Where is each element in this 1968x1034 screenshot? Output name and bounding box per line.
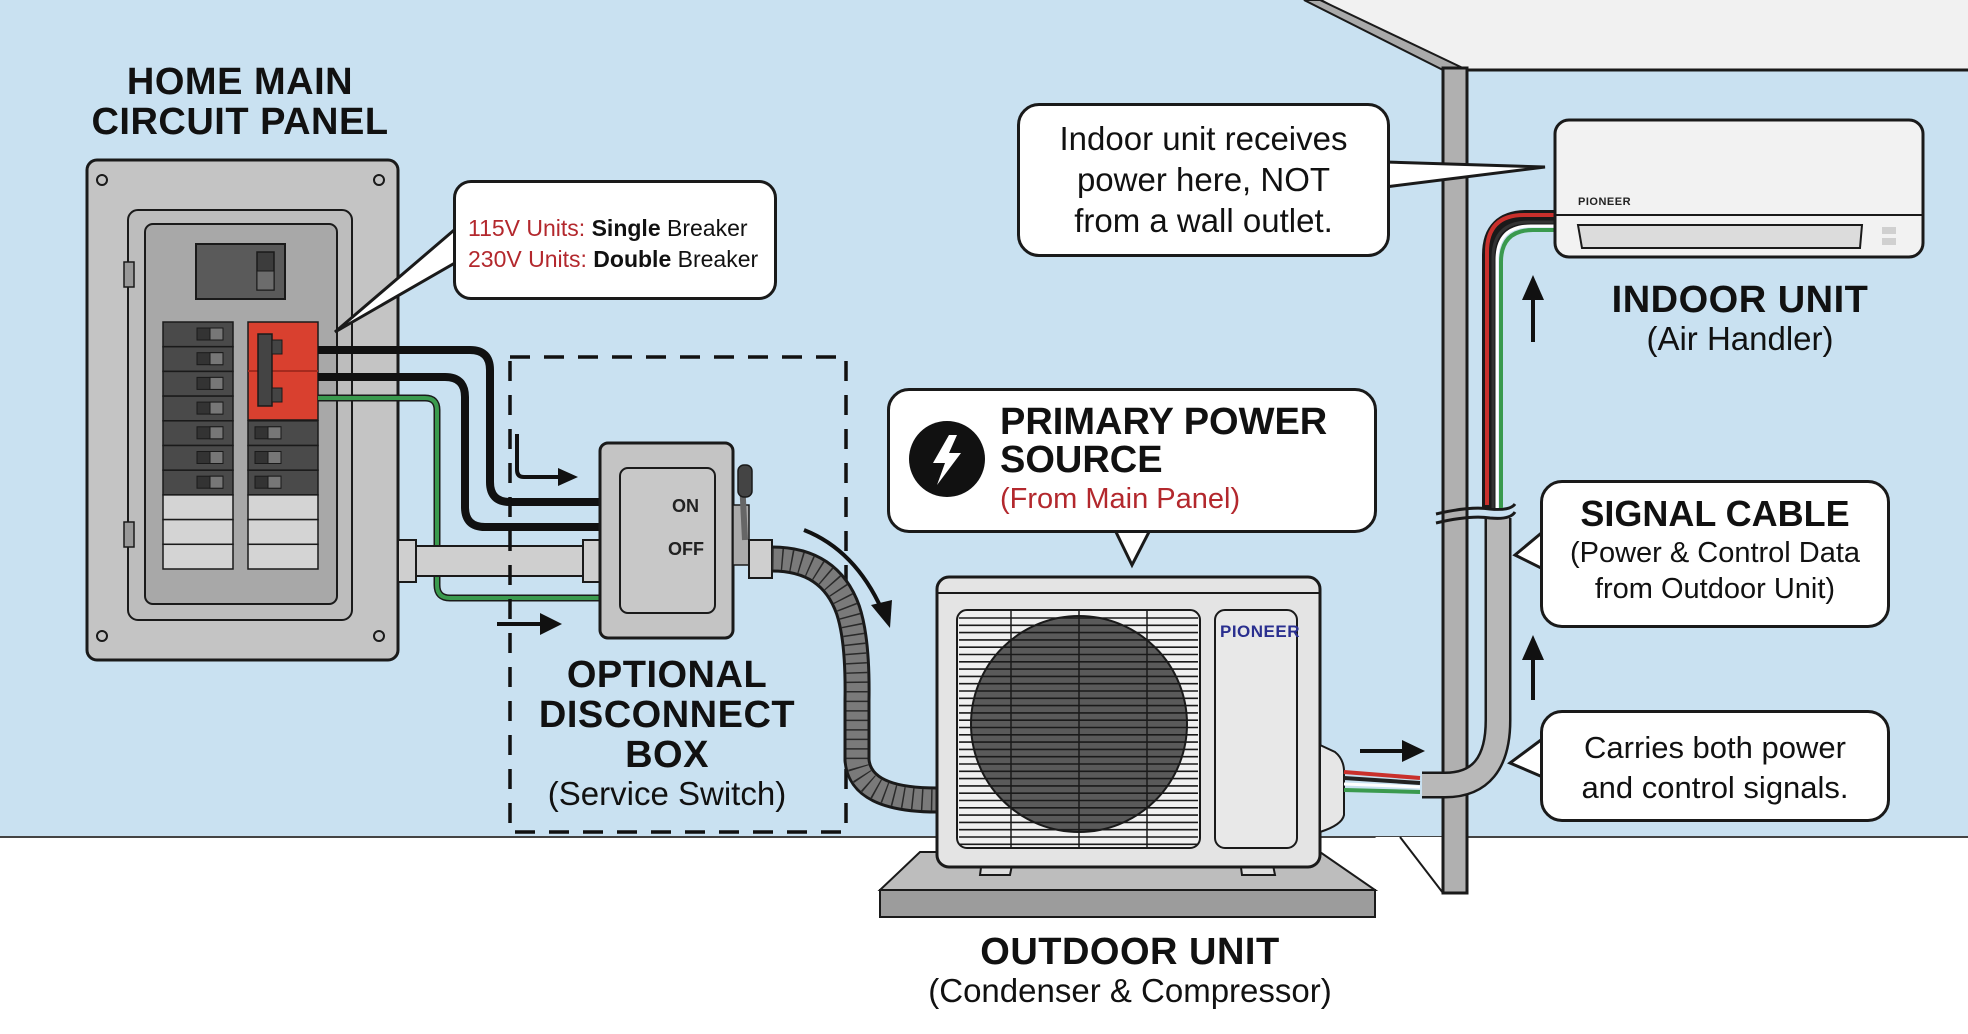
breaker-rows	[162, 321, 319, 570]
disconnect-subtitle: (Service Switch)	[547, 775, 787, 812]
breaker-slot	[247, 518, 319, 546]
indoor-subtitle: (Air Handler)	[1646, 320, 1834, 357]
primary-power-title-line2: SOURCE	[1000, 439, 1163, 481]
primary-power-callout: PRIMARY POWER SOURCE (From Main Panel)	[887, 388, 1377, 533]
indoor-power-line1: Indoor unit receives	[1059, 120, 1348, 157]
breaker-handle-tie	[257, 333, 273, 407]
carries-line2: and control signals.	[1581, 770, 1849, 805]
hinge	[123, 261, 135, 288]
mounting-pad	[879, 889, 1376, 918]
outdoor-unit	[877, 575, 1379, 918]
breaker-callout: 115V Units: Single Breaker 230V Units: D…	[453, 180, 777, 300]
breaker-slot	[162, 518, 234, 546]
indoor-title: INDOOR UNIT (Air Handler)	[1540, 280, 1940, 358]
hinge	[123, 521, 135, 548]
disconnect-title-line2: DISCONNECT	[538, 694, 796, 736]
breaker-slot	[162, 494, 234, 521]
primary-power-title-line1: PRIMARY POWER	[1000, 401, 1328, 443]
flow-arrow	[1360, 740, 1425, 762]
signal-cable-title: SIGNAL CABLE	[1580, 493, 1850, 534]
panel-title: HOME MAIN CIRCUIT PANEL	[40, 62, 440, 142]
indoor-title-text: INDOOR UNIT	[1611, 279, 1869, 321]
signal-cable-line2: from Outdoor Unit)	[1594, 573, 1836, 605]
panel-title-line1: HOME MAIN	[126, 61, 354, 103]
screw-icon	[373, 630, 385, 642]
brand-logo-indoor: PIONEER	[1578, 196, 1632, 208]
status-light	[1882, 227, 1896, 234]
screw-icon	[96, 630, 108, 642]
ceiling	[1320, 0, 1968, 70]
panel-title-line2: CIRCUIT PANEL	[91, 101, 389, 143]
signal-cable-line1: (Power & Control Data	[1569, 537, 1861, 569]
carries-callout: Carries both power and control signals.	[1540, 710, 1890, 822]
flow-arrow	[803, 528, 884, 611]
breaker-slot	[247, 494, 319, 521]
breaker-callout-line1: 115V Units: Single Breaker	[468, 215, 748, 241]
carries-line1: Carries both power	[1584, 730, 1846, 765]
screw-icon	[373, 174, 385, 186]
service-panel	[1214, 609, 1298, 849]
disconnect-title-line3: BOX	[625, 734, 709, 776]
indoor-unit	[1553, 118, 1925, 259]
supply-wires	[318, 346, 600, 602]
breaker-callout-line2: 230V Units: Double Breaker	[468, 246, 759, 272]
signal-cable-callout: SIGNAL CABLE (Power & Control Data from …	[1540, 480, 1890, 628]
indoor-power-callout: Indoor unit receives power here, NOT fro…	[1017, 103, 1390, 257]
screw-icon	[96, 174, 108, 186]
circuit-panel	[85, 158, 400, 662]
ground-ramp-edge	[1399, 836, 1444, 894]
rigid-conduit	[397, 539, 601, 583]
switch-handle[interactable]	[737, 464, 753, 498]
flow-arrow	[497, 613, 562, 635]
air-vent	[1576, 224, 1864, 249]
status-light	[1882, 238, 1896, 245]
disconnect-box	[598, 441, 773, 640]
switch-on-label: ON	[672, 496, 699, 516]
flow-arrow	[1522, 635, 1544, 700]
brand-logo-outdoor: PIONEER	[1220, 622, 1301, 641]
disconnect-title-line1: OPTIONAL	[566, 654, 768, 696]
outdoor-title: OUTDOOR UNIT (Condenser & Compressor)	[880, 932, 1380, 1010]
ground-ramp	[1375, 837, 1443, 893]
indoor-power-line2: power here, NOT	[1076, 161, 1331, 198]
outdoor-subtitle: (Condenser & Compressor)	[928, 972, 1332, 1009]
outdoor-title-text: OUTDOOR UNIT	[980, 931, 1280, 973]
grille-slats	[959, 617, 1198, 846]
indoor-power-line3: from a wall outlet.	[1074, 202, 1333, 239]
lightning-bolt-icon	[909, 421, 985, 497]
breaker-slot	[247, 543, 319, 570]
connection-port	[1319, 743, 1346, 834]
wall-post	[1441, 66, 1469, 895]
signal-wires-up	[1482, 210, 1560, 508]
switch-off-label: OFF	[668, 539, 704, 559]
signal-wires-out	[1343, 770, 1421, 794]
flow-arrow	[515, 434, 578, 486]
disconnect-title: OPTIONAL DISCONNECT BOX (Service Switch)	[517, 655, 817, 813]
primary-power-subtitle: (From Main Panel)	[1000, 483, 1241, 515]
flow-arrow	[1522, 275, 1544, 342]
breaker-slot	[162, 543, 234, 570]
